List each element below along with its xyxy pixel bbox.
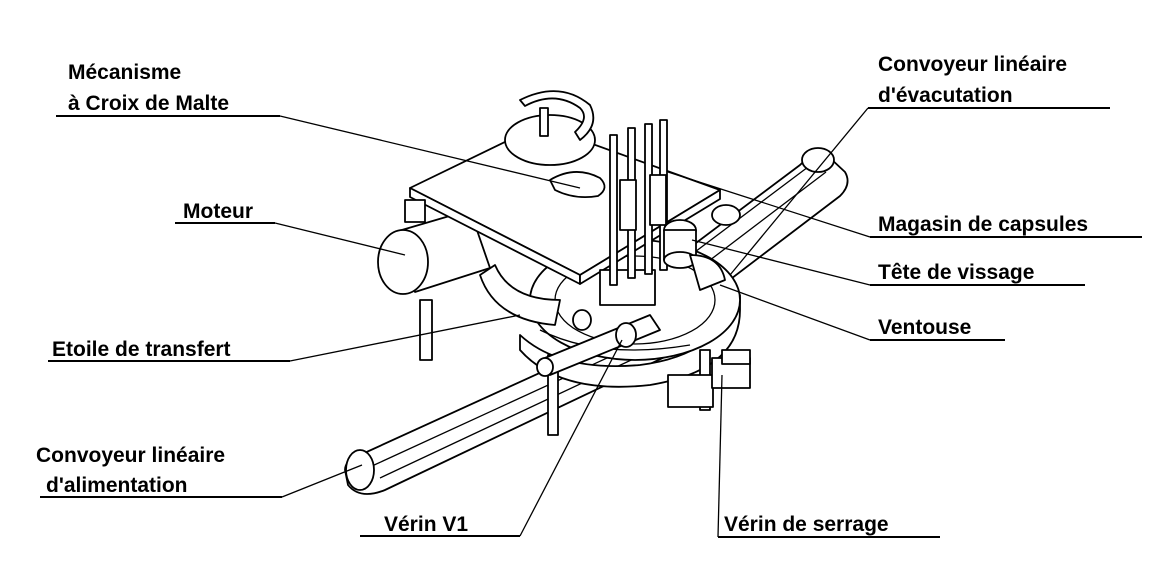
label-convoyeur-evacuation-line2: d'évacutation [878, 84, 1013, 107]
label-verin-v1: Vérin V1 [384, 513, 468, 536]
label-mecanisme-line2: à Croix de Malte [68, 92, 229, 115]
leader-lines [40, 107, 1142, 538]
label-convoyeur-alimentation-line1: Convoyeur linéaire [36, 444, 225, 467]
label-moteur: Moteur [183, 200, 253, 223]
geneva-mechanism [504, 90, 606, 199]
labels: Mécanisme à Croix de Malte Moteur Etoile… [36, 53, 1088, 536]
label-etoile-transfert: Etoile de transfert [52, 338, 231, 361]
label-mecanisme-line1: Mécanisme [68, 61, 181, 84]
label-ventouse: Ventouse [878, 316, 971, 339]
clamping-cylinder [711, 349, 751, 389]
v1-cylinder [536, 309, 661, 377]
label-verin-serrage: Vérin de serrage [724, 513, 889, 536]
label-tete-vissage: Tête de vissage [878, 261, 1034, 284]
legs [419, 299, 714, 436]
capsule-magazine [599, 119, 668, 306]
label-convoyeur-evacuation-line1: Convoyeur linéaire [878, 53, 1067, 76]
label-convoyeur-alimentation-line2: d'alimentation [46, 474, 188, 497]
screwing-head [663, 219, 726, 291]
label-magasin-capsules: Magasin de capsules [878, 213, 1088, 236]
motor [377, 209, 491, 295]
machine-drawing [344, 90, 849, 495]
transfer-star [479, 264, 561, 326]
